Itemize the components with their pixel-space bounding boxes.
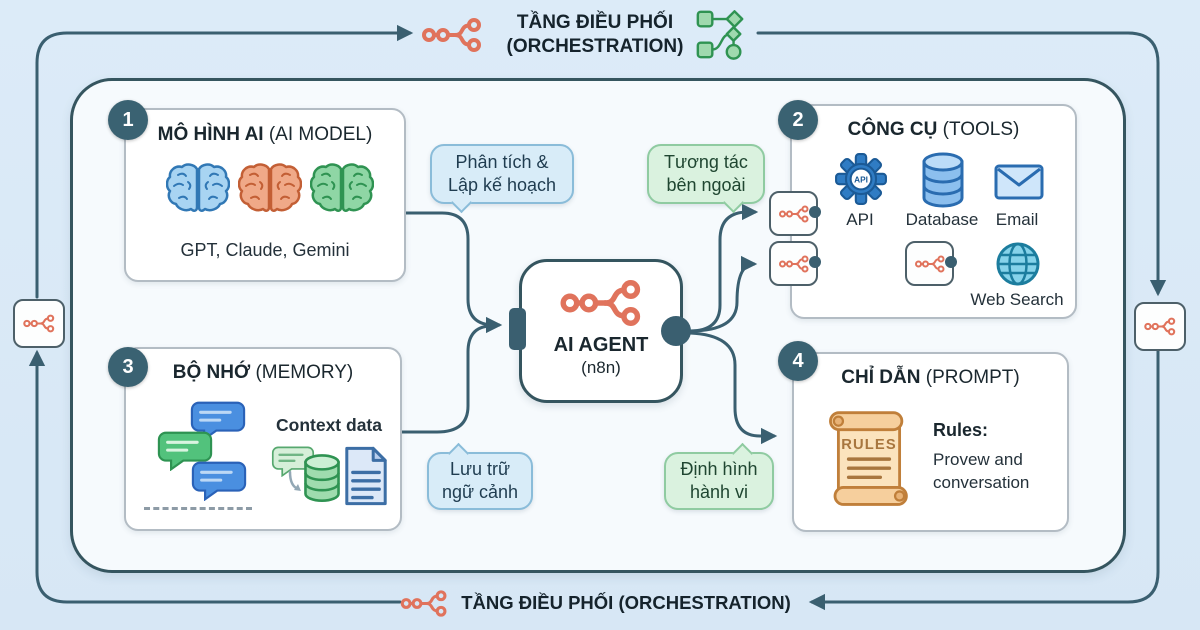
badge-1: 1 [108, 100, 148, 140]
tool-label-web-search: Web Search [970, 290, 1064, 309]
context-data-label: Context data [276, 415, 382, 435]
context-database-icon [305, 455, 339, 501]
bubble-store-line1: Lưu trữ [449, 458, 511, 479]
bubble-interact-line2: bên ngoài [666, 175, 746, 195]
bubble-interact-line1: Tương tác [664, 151, 748, 172]
box-memory: BỘ NHỚ (MEMORY) Context data [124, 347, 402, 531]
rules-title: Rules: [933, 420, 989, 440]
bubble-analyze-line2: Lập kế hoạch [447, 175, 557, 195]
agent-input-port [509, 308, 526, 350]
box-prompt-title-en: (PROMPT) [920, 367, 1020, 388]
ai-agent-title: AI AGENT [553, 334, 649, 356]
tool-label-email: Email [995, 210, 1039, 229]
tool-label-database: Database [905, 210, 979, 229]
n8n-logo-agent-icon [558, 276, 644, 330]
api-gear-icon: API [835, 153, 887, 205]
node-b-output-dot [809, 256, 821, 268]
rules-line1: Provew and [933, 450, 1023, 469]
box-memory-title: BỘ NHỚ (MEMORY) [126, 362, 400, 384]
n8n-logo-icon [1144, 317, 1176, 336]
node-a-output-dot [809, 206, 821, 218]
rules-scroll-icon: RULES [829, 411, 908, 506]
badge-3: 3 [108, 347, 148, 387]
box-memory-title-en: (MEMORY) [250, 362, 354, 383]
box-ai-model-title-en: (AI MODEL) [263, 124, 373, 145]
rules-text: Rules: Provew and conversation [933, 420, 1068, 495]
node-c-output-dot [945, 256, 957, 268]
badge-4: 4 [778, 341, 818, 381]
workflow-icon [696, 10, 744, 60]
email-icon [994, 164, 1044, 200]
box-tools-title: CÔNG CỤ (TOOLS) [792, 119, 1075, 141]
brain-gpt-icon [166, 162, 230, 214]
box-ai-model-caption: GPT, Claude, Gemini [180, 240, 350, 260]
n8n-logo-icon [23, 314, 55, 333]
box-tools-title-vi: CÔNG CỤ [847, 119, 938, 140]
box-tools-title-en: (TOOLS) [937, 119, 1020, 140]
n8n-logo-bottom-icon [400, 590, 447, 617]
box-ai-model-title: MÔ HÌNH AI (AI MODEL) [126, 124, 404, 146]
rules-line2: conversation [933, 472, 1030, 492]
orchestration-top-title: TẦNG ĐIỀU PHỐI (ORCHESTRATION) [492, 11, 698, 59]
bubble-behavior-line1: Định hình [680, 458, 758, 479]
box-ai-model-title-vi: MÔ HÌNH AI [157, 124, 264, 145]
memory-dashed-line [144, 507, 252, 510]
bubble-store-line2: ngữ cảnh [441, 482, 519, 502]
bubble-analyze: Phân tích & Lập kế hoạch [430, 144, 574, 204]
badge-2: 2 [778, 100, 818, 140]
bubble-behavior: Định hình hành vi [664, 452, 774, 510]
orchestration-top-line2: (ORCHESTRATION) [506, 35, 684, 57]
agent-output-port [661, 316, 691, 346]
n8n-logo-icon [778, 255, 808, 272]
orchestration-top-line1: TẦNG ĐIỀU PHỐI [516, 12, 674, 33]
n8n-node-right-wall [1134, 302, 1186, 351]
chat-bubble-blue-2 [192, 462, 246, 500]
orchestration-bottom-title: TẦNG ĐIỀU PHỐI (ORCHESTRATION) [461, 592, 791, 613]
box-prompt: CHỈ DẪN (PROMPT) RULES [792, 352, 1069, 532]
context-document-icon [345, 446, 387, 506]
box-prompt-title-vi: CHỈ DẪN [841, 367, 921, 388]
brain-gemini-icon [310, 162, 374, 214]
ai-agent-subtitle: (n8n) [581, 358, 621, 377]
rules-scroll-label: RULES [841, 437, 897, 453]
n8n-node-left-wall [13, 299, 65, 348]
api-gear-label: API [854, 175, 868, 185]
n8n-logo-icon [914, 255, 944, 272]
box-prompt-title: CHỈ DẪN (PROMPT) [794, 367, 1067, 389]
brain-claude-icon [238, 162, 302, 214]
web-search-icon [996, 242, 1040, 286]
database-icon [924, 154, 962, 206]
n8n-logo-top-icon [422, 18, 481, 52]
bubble-store: Lưu trữ ngữ cảnh [427, 452, 533, 510]
box-ai-model: MÔ HÌNH AI (AI MODEL) GPT, Claude, Gemin… [124, 108, 406, 282]
bubble-behavior-line2: hành vi [689, 482, 749, 502]
n8n-logo-icon [778, 205, 808, 222]
ai-agent-node: AI AGENT (n8n) [519, 259, 683, 403]
bubble-analyze-line1: Phân tích & [455, 151, 549, 172]
box-tools: CÔNG CỤ (TOOLS) API API Database Email W… [790, 104, 1077, 319]
context-arrow-icon [288, 470, 301, 491]
bubble-interact: Tương tác bên ngoài [647, 144, 765, 204]
box-memory-title-vi: BỘ NHỚ [172, 362, 251, 383]
tool-label-api: API [846, 210, 874, 229]
